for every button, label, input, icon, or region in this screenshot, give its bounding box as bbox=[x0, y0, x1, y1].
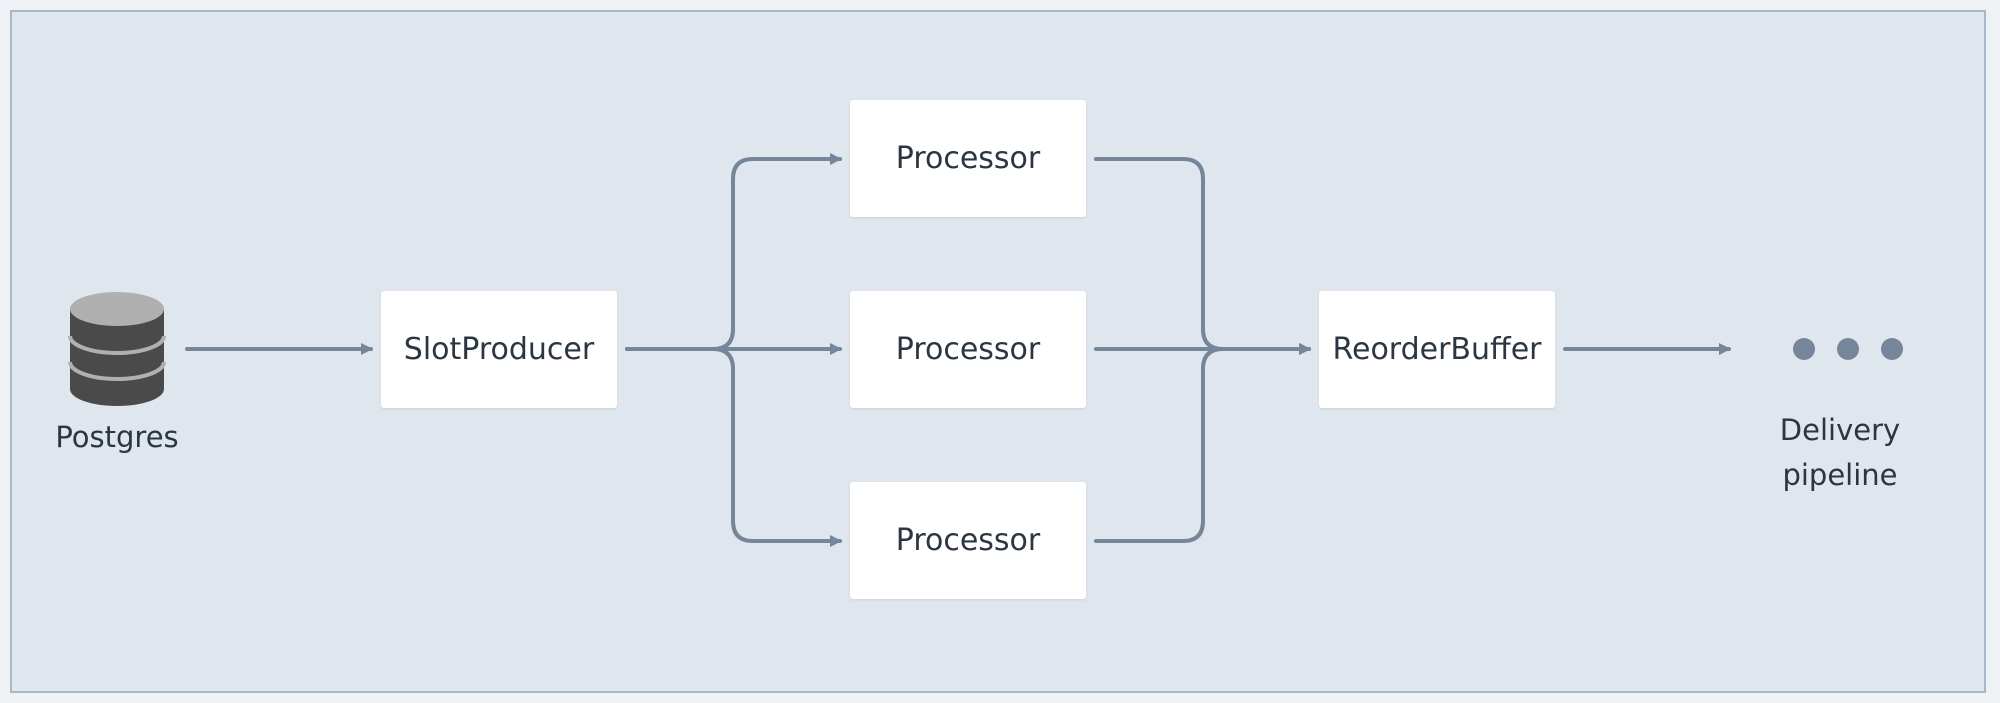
database-icon bbox=[68, 292, 166, 406]
delivery-label-line2: pipeline bbox=[1782, 458, 1898, 492]
edge-slotproducer-to-processor-top bbox=[625, 153, 842, 351]
edge-processor-bottom-to-reorderbuffer bbox=[1094, 343, 1311, 543]
node-processor-middle: Processor bbox=[850, 291, 1086, 408]
node-label: Processor bbox=[895, 332, 1041, 367]
node-slotproducer: SlotProducer bbox=[381, 291, 617, 408]
node-label: SlotProducer bbox=[403, 332, 595, 367]
node-reorderbuffer: ReorderBuffer bbox=[1319, 291, 1555, 408]
delivery-label-line1: Delivery bbox=[1779, 413, 1901, 447]
node-label: ReorderBuffer bbox=[1332, 332, 1542, 367]
node-processor-bottom: Processor bbox=[850, 482, 1086, 599]
node-label: Processor bbox=[895, 141, 1041, 176]
delivery-pipeline-label: Delivery pipeline bbox=[1760, 408, 1920, 498]
edge-processor-top-to-reorderbuffer bbox=[1094, 157, 1311, 355]
node-label: Processor bbox=[895, 523, 1041, 558]
node-processor-top: Processor bbox=[850, 100, 1086, 217]
edge-slotproducer-to-processor-bottom bbox=[625, 347, 842, 547]
postgres-label: Postgres bbox=[55, 420, 179, 454]
ellipsis-icon bbox=[1793, 338, 1903, 360]
